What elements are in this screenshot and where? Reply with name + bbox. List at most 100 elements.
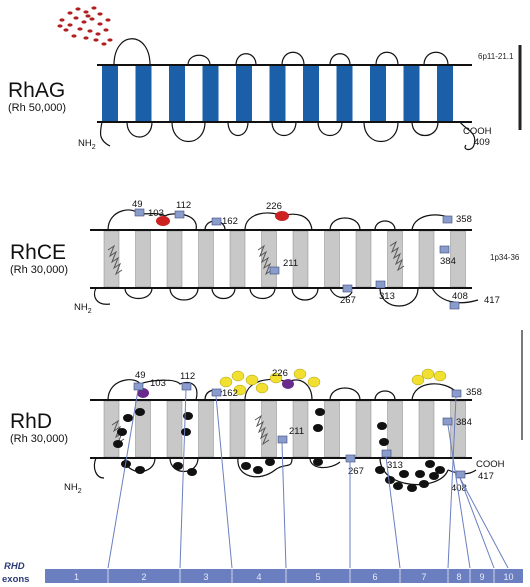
rhd-black-dot (173, 462, 183, 470)
rhce-label: 49 (132, 199, 143, 210)
rhd-mass: (Rh 30,000) (10, 433, 68, 445)
rhag-nterm-label: NH2 (78, 138, 96, 151)
glycan-dot (91, 6, 97, 10)
rhd-helix (450, 400, 466, 458)
rhd-marker-box (277, 435, 288, 444)
rhd-marker-box (181, 382, 192, 391)
rhce-helix (135, 230, 151, 288)
exon-number: 3 (203, 572, 208, 582)
rhce-label: 408 (452, 291, 468, 302)
rhd-black-dot (429, 472, 439, 480)
rhce-helix (355, 230, 372, 288)
rhce-panel: RhCE (Rh 30,000) 1p34-36 (10, 199, 520, 315)
rhce-label: 103 (148, 208, 164, 219)
rhd-label: 162 (222, 388, 238, 399)
rhce-label: 267 (340, 295, 356, 306)
rhd-black-dot (407, 484, 417, 492)
glycan-dot (87, 29, 93, 33)
rhd-helix (166, 400, 183, 458)
rhd-black-dot (181, 428, 191, 436)
exon-number: 2 (141, 572, 146, 582)
rhag-panel: RhAG (Rh 50,000) 6p11-21.1 NH2 COOH (8, 6, 522, 151)
rhce-marker-box (439, 245, 450, 254)
exon-number: 8 (456, 572, 461, 582)
rhag-loops (99, 38, 476, 151)
rhd-black-dot (315, 408, 325, 416)
rhd-purple-dot-226 (282, 379, 294, 389)
glycan-dot (67, 11, 73, 15)
rhd-black-dot (399, 470, 409, 478)
rhce-nterm-label: NH2 (74, 302, 92, 315)
rhd-title: RhD (10, 410, 52, 433)
rhd-marker-box (442, 417, 453, 426)
rhd-yellow-dot (421, 368, 435, 380)
rhce-marker-box (375, 280, 386, 289)
rhd-label: 103 (150, 378, 166, 389)
rhce-label: 226 (266, 201, 282, 212)
rhce-locus: 1p34-36 (490, 253, 520, 262)
exon-connector-lines (107, 389, 509, 569)
glycan-dot (83, 10, 89, 14)
rhd-marker-box (211, 388, 222, 397)
exon-number: 10 (503, 572, 513, 582)
rhag-cterm-label: COOH (463, 126, 492, 137)
rhce-label: 162 (222, 216, 238, 227)
rhce-markers (134, 208, 460, 310)
rhag-helix (303, 66, 319, 121)
glycan-dot (57, 24, 63, 28)
exon-number: 7 (421, 572, 426, 582)
rhag-helix (437, 66, 453, 121)
glycan-dot (93, 38, 99, 42)
rhce-marker-box (134, 208, 145, 217)
rhd-black-dot (425, 460, 435, 468)
rhd-label: 384 (456, 417, 472, 428)
glycan-dot (71, 34, 77, 38)
rhd-label: 408 (451, 483, 467, 494)
rhd-label: 112 (180, 371, 195, 382)
exon-number: 1 (74, 572, 79, 582)
rhce-mass: (Rh 30,000) (10, 264, 68, 276)
rhag-glycosylation-chain (57, 6, 113, 46)
glycan-dot (59, 18, 65, 22)
rhce-label: 313 (379, 291, 395, 302)
rhd-marker-box (133, 382, 144, 391)
rhd-label: 49 (135, 370, 146, 381)
rhce-helix (198, 230, 214, 288)
rhd-label: 211 (289, 426, 304, 437)
glycan-dot (63, 28, 69, 32)
rhce-red-dot-103 (156, 216, 170, 226)
rhce-marker-box (174, 210, 185, 219)
rhce-marker-box (211, 217, 222, 226)
rhd-cterm-number: 417 (478, 471, 494, 482)
rhd-yellow-dots (219, 368, 447, 396)
rhag-helix (169, 66, 185, 121)
rhd-black-dot (135, 408, 145, 416)
exons-word: exons (2, 574, 29, 585)
rhce-zigzags (107, 240, 405, 276)
rhd-marker-box (451, 389, 462, 398)
rhag-helix (336, 66, 353, 121)
rhag-helix (403, 66, 420, 121)
glycan-dot (101, 42, 107, 46)
rhce-label: 358 (456, 214, 472, 225)
rhag-helix (370, 66, 386, 121)
exon-bar-background (45, 569, 523, 583)
rhd-black-dot (377, 422, 387, 430)
glycan-dot (105, 18, 111, 22)
rhd-yellow-dot (233, 384, 247, 396)
rhag-cterm-number: 409 (474, 137, 490, 148)
rhd-yellow-dot (219, 376, 233, 388)
rhce-helix (324, 230, 340, 288)
rhd-purple-dot-103 (137, 388, 149, 398)
rhd-helix (229, 400, 246, 458)
rhd-black-dot (265, 458, 275, 466)
rhd-black-dot (313, 458, 323, 466)
rhd-cterm-label: COOH (476, 459, 505, 470)
exon-number: 4 (256, 572, 261, 582)
rhd-yellow-dot (411, 374, 425, 386)
rhce-marker-box (342, 284, 353, 293)
rhd-black-dot (379, 438, 389, 446)
rhce-red-dot-226 (275, 211, 289, 221)
rhd-black-dot (183, 412, 193, 420)
rhce-marker-box (449, 301, 460, 310)
